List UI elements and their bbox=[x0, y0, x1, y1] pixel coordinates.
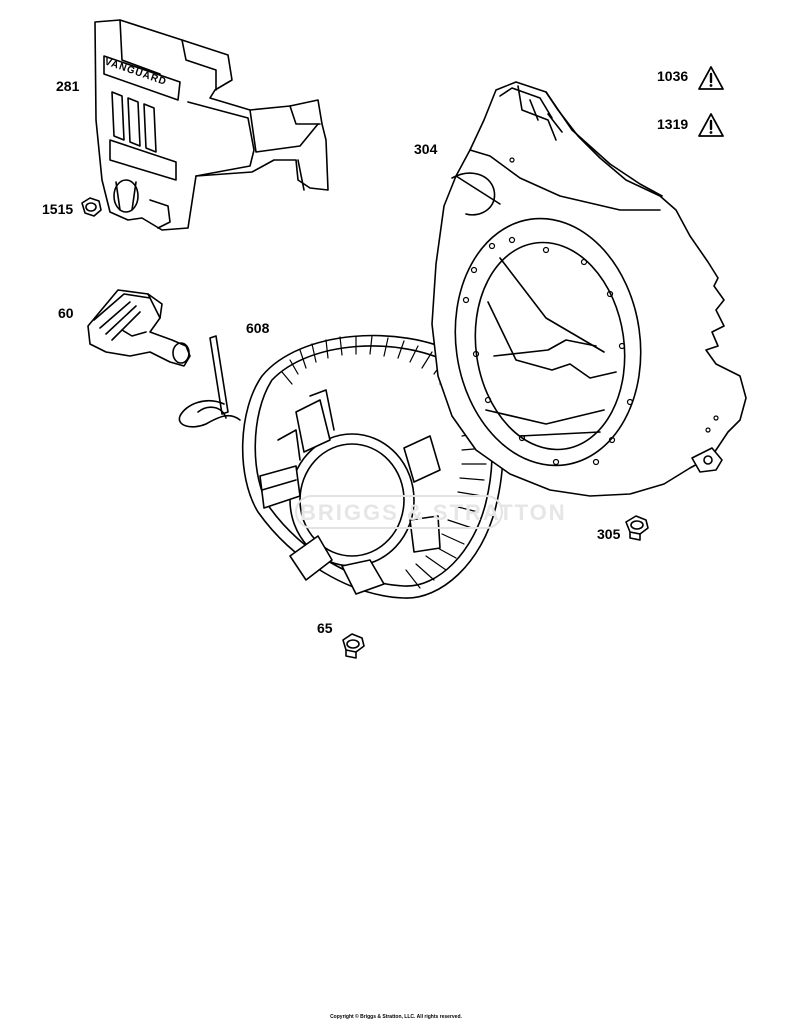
watermark-text: BRIGGS & STRATTON bbox=[300, 500, 567, 525]
callout-305: 305 bbox=[597, 526, 621, 542]
callout-281: 281 bbox=[56, 78, 80, 94]
callout-304: 304 bbox=[414, 141, 438, 157]
callout-1319: 1319 bbox=[657, 116, 689, 132]
callout-608: 608 bbox=[246, 320, 270, 336]
part-1515-nut bbox=[81, 197, 102, 217]
callout-1036: 1036 bbox=[657, 68, 689, 84]
callout-65: 65 bbox=[317, 620, 333, 636]
copyright-notice: Copyright © Briggs & Stratton, LLC. All … bbox=[330, 1014, 462, 1020]
part-608-rewind-starter bbox=[178, 334, 504, 599]
warning-triangle-icon bbox=[698, 66, 724, 90]
part-65-screw bbox=[342, 633, 365, 659]
warning-triangle-icon bbox=[698, 113, 724, 137]
part-60-handle bbox=[87, 289, 191, 367]
callout-1515: 1515 bbox=[42, 201, 74, 217]
callout-60: 60 bbox=[58, 305, 74, 321]
part-281-shroud bbox=[94, 19, 329, 231]
part-305-screw bbox=[625, 515, 649, 541]
part-304-blower-housing bbox=[431, 81, 747, 497]
watermark-mark bbox=[295, 495, 503, 529]
